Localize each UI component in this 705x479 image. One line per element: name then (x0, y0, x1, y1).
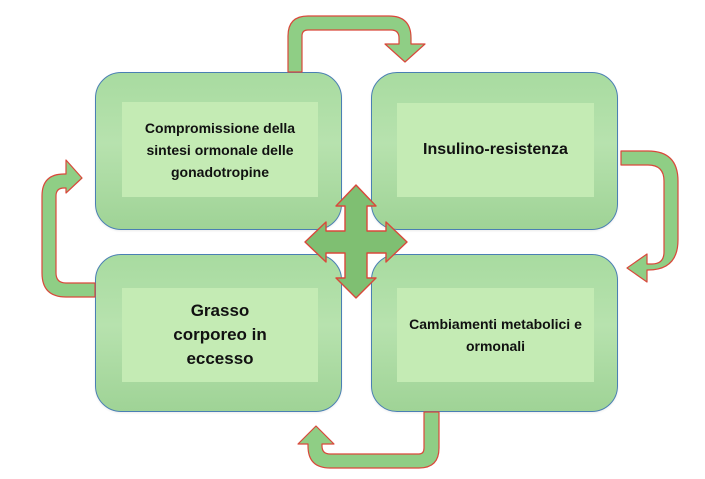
box-bottom-right-label: Cambiamenti metabolici e ormonali (409, 316, 582, 354)
box-bottom-left-label: Grasso corporeo in eccesso (173, 301, 267, 368)
box-top-left-inner: Compromissione della sintesi ormonale de… (122, 102, 318, 197)
center-four-way-arrow (304, 184, 408, 299)
box-top-left-label: Compromissione della sintesi ormonale de… (144, 119, 296, 180)
arrow-right (620, 150, 679, 283)
arrow-bottom (297, 411, 440, 469)
arrow-left (41, 159, 96, 298)
box-bottom-right: Cambiamenti metabolici e ormonali (371, 254, 618, 412)
box-top-right-label: Insulino-resistenza (423, 141, 568, 158)
box-top-left: Compromissione della sintesi ormonale de… (95, 72, 342, 230)
box-bottom-right-inner: Cambiamenti metabolici e ormonali (397, 288, 594, 382)
box-bottom-left-inner: Grasso corporeo in eccesso (122, 288, 318, 382)
box-top-right-inner: Insulino-resistenza (397, 103, 594, 197)
box-bottom-left: Grasso corporeo in eccesso (95, 254, 342, 412)
arrow-top (287, 15, 426, 73)
box-top-right: Insulino-resistenza (371, 72, 618, 230)
